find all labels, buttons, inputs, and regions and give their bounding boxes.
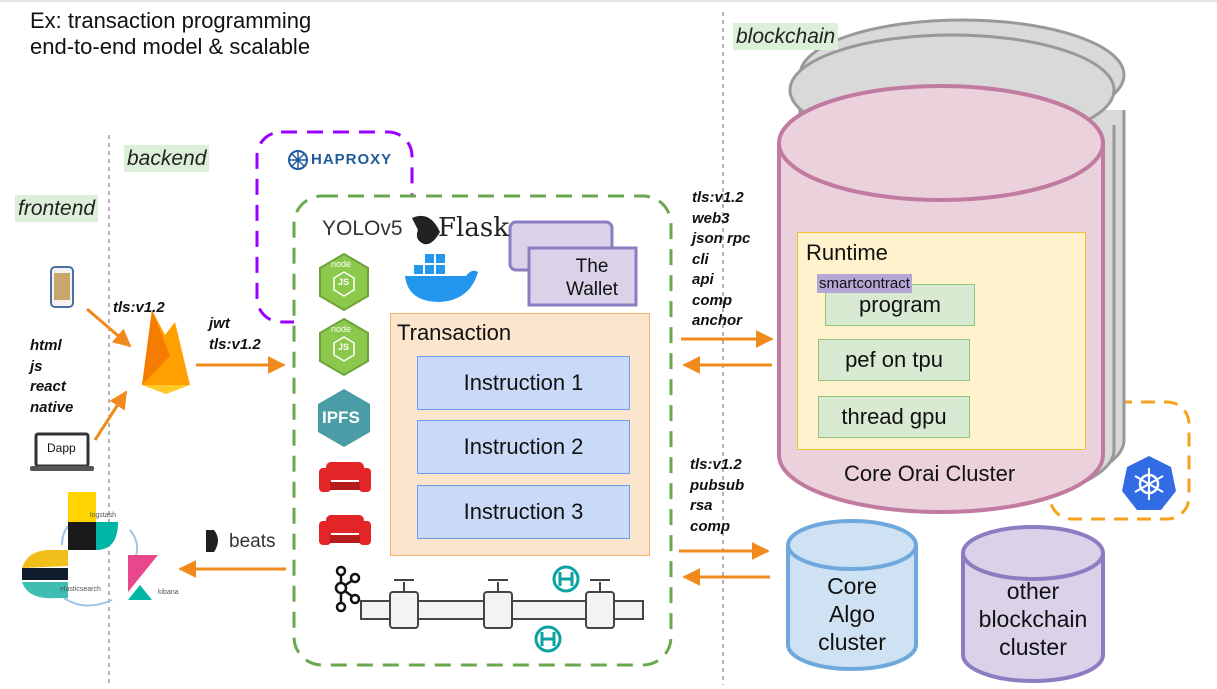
orai-link-label: tls:v1.2 web3 json rpc cli api comp anch… [692,189,751,329]
arrow-phone-to-firebase [86,307,132,348]
diagram-title: Ex: transaction programming end-to-end m… [30,8,312,59]
frontend-link-label: tls:v1.2 [113,299,165,316]
runtime-item-pef: pef on tpu [818,339,970,381]
other-cylinder-top [961,525,1105,581]
region-label-backend: backend [124,145,210,172]
node-label-1: node [331,259,352,269]
kibana-label: kibana [158,589,179,596]
backend-link-label: jwt tls:v1.2 [209,315,261,353]
ipfs-label: IPFS [322,408,360,427]
firebase-icon [142,310,190,394]
other-blockchain-label: other blockchain cluster [978,578,1088,660]
pipeline-icon [360,579,644,629]
region-label-blockchain: blockchain [733,23,839,50]
couch-icon-2 [319,515,371,545]
runtime-title: Runtime [806,240,888,265]
smartcontract-tag: smartcontract [817,274,912,293]
instruction-2: Instruction 2 [417,420,630,474]
core-algo-label: Core Algo cluster [818,573,886,655]
flow-arrows [86,307,774,586]
elasticsearch-label: elasticsearch [60,586,101,593]
region-label-frontend: frontend [15,195,99,222]
node-js-label-2: JS [338,342,350,352]
other-cylinder-body [961,553,1105,683]
core-orai-label: Core Orai Cluster [844,461,1016,486]
h-logo-icon-2 [534,625,562,653]
couch-icon-1 [319,462,371,492]
kubernetes-icon [1122,456,1176,510]
laptop-icon [30,432,94,471]
instruction-1: Instruction 1 [417,356,630,410]
nodejs-icon-2 [319,317,369,377]
transaction-title: Transaction [397,320,512,345]
node-js-label-1: JS [338,277,350,287]
frontend-tech-list: html js react native [30,337,74,416]
ipfs-icon [318,389,370,447]
algo-link-label: tls:v1.2 pubsub rsa comp [690,456,745,535]
logstash-label: logstash [90,512,117,519]
instruction-3: Instruction 3 [417,485,630,539]
h-logo-icon-1 [552,565,580,593]
phone-icon [50,266,74,308]
dapp-label: Dapp [47,441,76,455]
beats-label: beats [229,531,276,552]
arrow-dapp-to-firebase [93,390,128,441]
algo-cylinder-top [786,519,918,571]
wallet-label: The Wallet [566,256,619,300]
logstash-icon [68,492,118,550]
kafka-icon [334,565,361,613]
elasticsearch-icon [22,549,68,599]
wallet-icon [508,220,638,307]
yolo-label: YOLOv5 [322,217,403,240]
runtime-item-thread: thread gpu [818,396,970,438]
beats-icon [206,530,218,552]
haproxy-icon [288,150,308,170]
algo-cylinder-body [786,545,918,671]
flask-icon [412,215,440,245]
flask-label: Flask [438,213,509,243]
kibana-icon [128,555,158,600]
nodejs-icon-1 [319,252,369,312]
orai-cylinder-top [777,84,1105,202]
haproxy-label: HAPROXY [311,151,393,168]
docker-icon [405,254,478,302]
node-label-2: node [331,324,352,334]
